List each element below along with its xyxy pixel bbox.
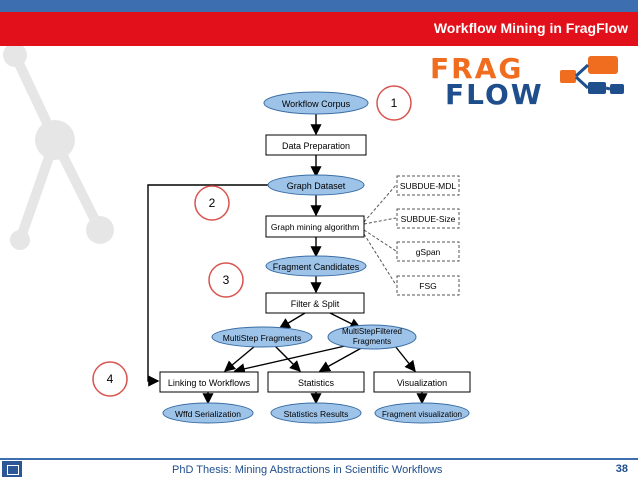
edge-mining-subdue-size <box>363 217 397 225</box>
node-fragment-candidates <box>265 255 367 277</box>
label-wffd-serialization: Wffd Serialization <box>175 409 241 419</box>
edge-dataset-linking <box>147 184 268 387</box>
footer-text: PhD Thesis: Mining Abstractions in Scien… <box>172 464 443 476</box>
node-workflow-corpus <box>263 91 369 115</box>
label-graph-mining: Graph mining algorithm <box>271 222 359 232</box>
logo-frag-text: FRAG <box>430 52 524 85</box>
callout-1-label: 1 <box>391 96 398 110</box>
edge-filtered-statistics <box>318 345 366 372</box>
callout-4-label: 4 <box>107 372 114 386</box>
node-fragment-visualization <box>374 402 470 424</box>
node-statistics-results <box>270 402 362 424</box>
node-multistep-fragments <box>211 326 313 348</box>
callout-2-circle <box>194 185 230 221</box>
label-fragment-visualization: Fragment visualization <box>382 410 462 419</box>
node-linking <box>159 371 259 393</box>
slide-number: 38 <box>615 463 628 475</box>
label-linking: Linking to Workflows <box>168 378 251 388</box>
node-visualization <box>373 371 471 393</box>
node-wffd-serialization <box>162 402 254 424</box>
slide-title: Workflow Mining in FragFlow <box>433 20 628 36</box>
node-subdue-mdl <box>396 175 460 196</box>
top-accent-bar <box>0 0 638 12</box>
label-multistep-filtered-2: Fragments <box>353 337 391 346</box>
edge-mining-fsg <box>363 233 397 286</box>
label-fsg: FSG <box>419 281 436 291</box>
label-data-preparation: Data Preparation <box>282 141 350 151</box>
edge-mining-subdue-mdl <box>363 184 397 223</box>
node-subdue-size <box>396 208 460 229</box>
node-filter-split <box>265 292 365 314</box>
title-bar <box>0 12 638 46</box>
edge-filter-multistep <box>278 312 306 329</box>
node-graph-dataset <box>267 174 365 196</box>
label-visualization: Visualization <box>397 378 447 388</box>
node-fsg <box>396 275 460 296</box>
callout-4-circle <box>92 361 128 397</box>
edge-filtered-linking <box>233 345 346 375</box>
label-graph-dataset: Graph Dataset <box>287 181 346 191</box>
logo-flow-text: FLOW <box>445 78 544 111</box>
node-graph-mining <box>265 215 365 238</box>
label-subdue-mdl: SUBDUE-MDL <box>400 181 456 191</box>
label-multistep-fragments: MultiStep Fragments <box>223 333 301 343</box>
label-statistics: Statistics <box>298 378 335 388</box>
callout-3-circle <box>208 262 244 298</box>
edge-multistep-linking <box>223 345 256 372</box>
node-multistep-filtered <box>327 324 417 350</box>
callout-2-label: 2 <box>209 196 216 210</box>
label-subdue-size: SUBDUE-Size <box>401 214 456 224</box>
label-fragment-candidates: Fragment Candidates <box>273 262 360 272</box>
label-workflow-corpus: Workflow Corpus <box>282 99 351 109</box>
university-logo-icon <box>2 461 22 477</box>
node-gspan <box>396 241 460 262</box>
callout-3-label: 3 <box>223 273 230 287</box>
node-statistics <box>267 371 365 393</box>
fragflow-logo-icon <box>560 56 624 94</box>
callout-1-circle <box>376 85 412 121</box>
edge-filtered-visualization <box>394 345 416 373</box>
node-data-preparation <box>265 134 367 156</box>
edge-mining-gspan <box>363 229 397 252</box>
label-gspan: gSpan <box>416 247 441 257</box>
label-statistics-results: Statistics Results <box>284 409 349 419</box>
label-filter-split: Filter & Split <box>291 299 340 309</box>
footer-divider <box>0 458 638 460</box>
label-multistep-filtered-1: MultiStepFiltered <box>342 327 402 336</box>
